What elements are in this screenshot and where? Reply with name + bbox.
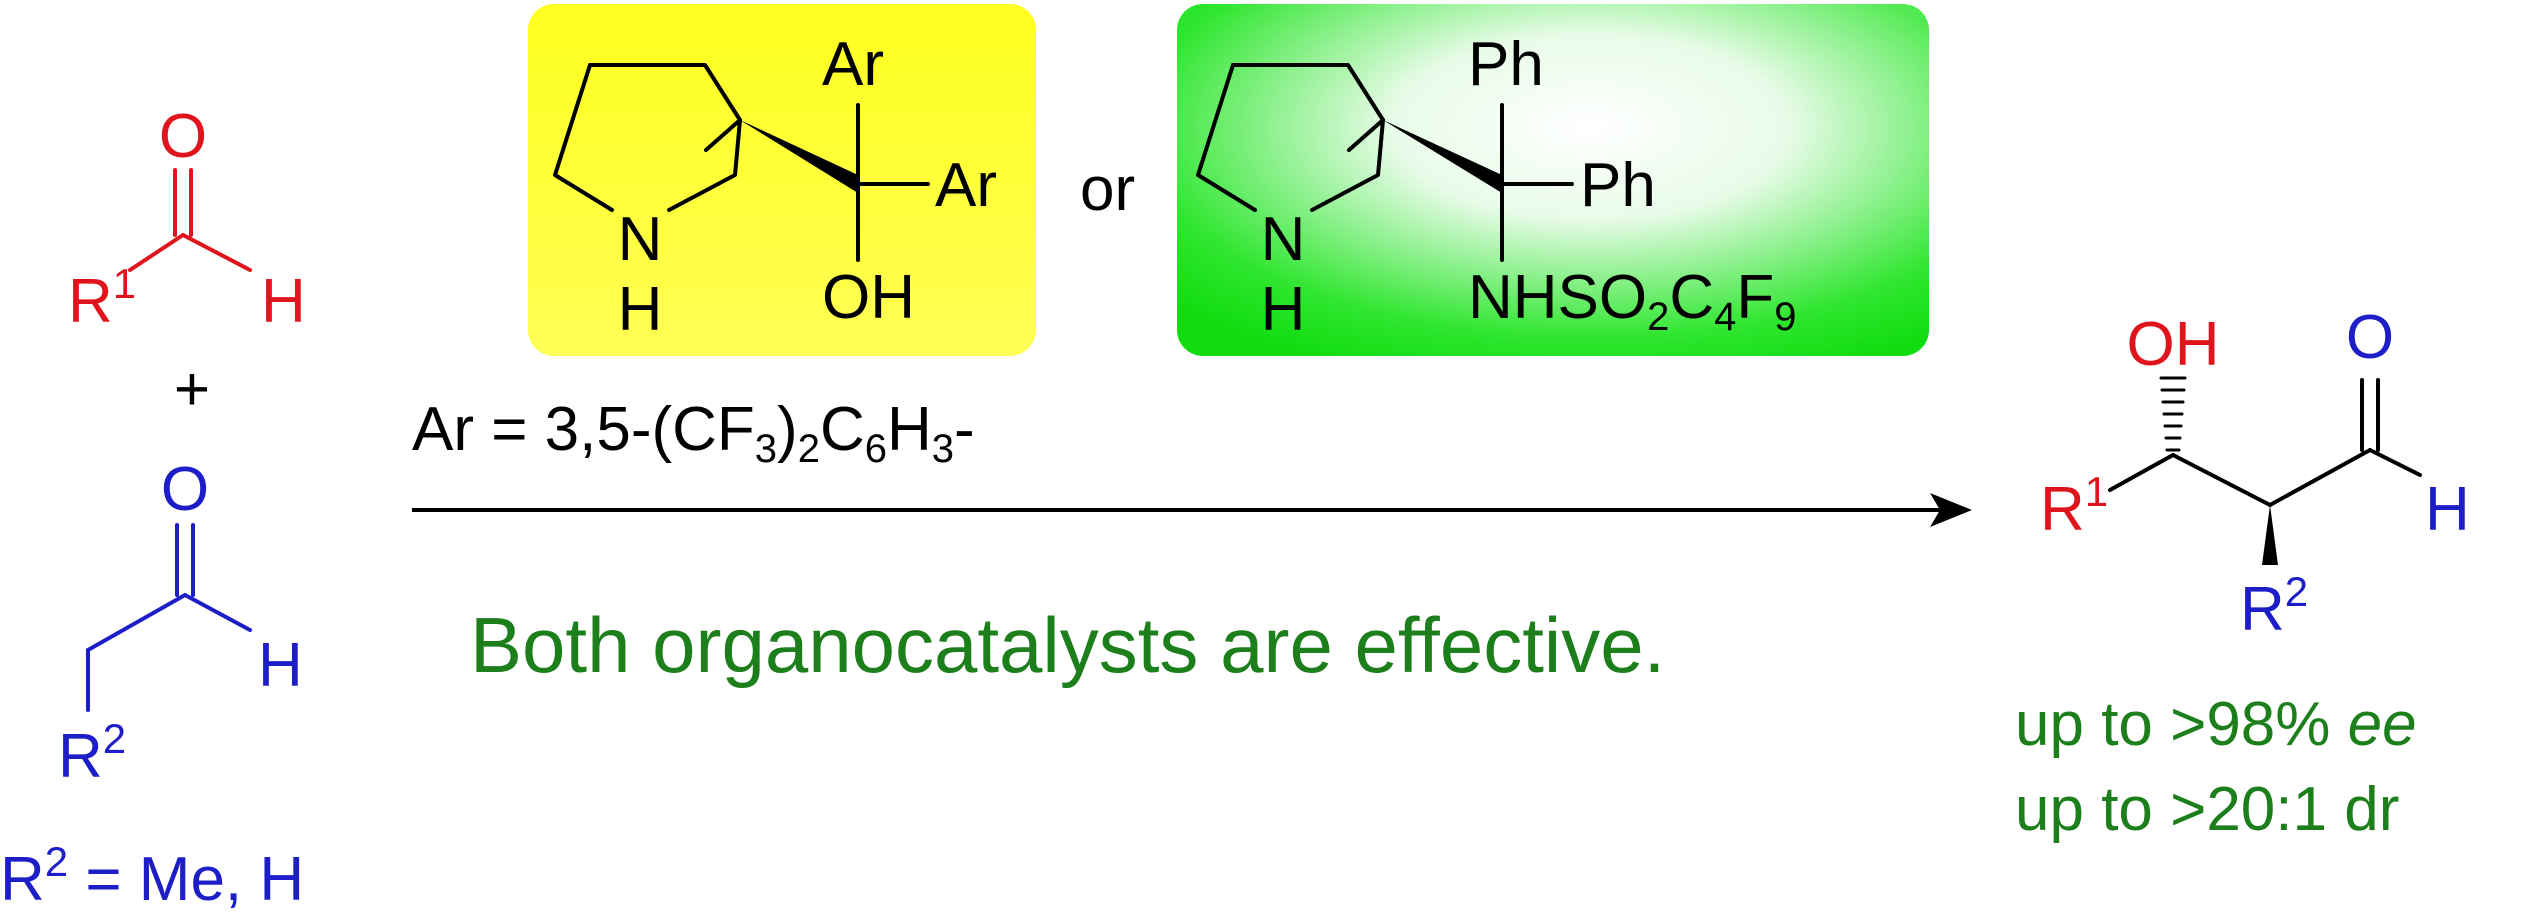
catalyst-1-nitrogen: N <box>618 205 663 274</box>
aldehyde-1-r-superscript: 1 <box>113 260 136 307</box>
r2-definition-r: R <box>0 845 45 914</box>
aldehyde-2-hydrogen: H <box>258 631 303 700</box>
aldehyde-2-r-superscript: 2 <box>103 715 126 762</box>
product-r1: R1 <box>2040 468 2108 544</box>
aldehyde-1: O R1 H <box>68 102 306 336</box>
aldehyde-1-r1: R1 <box>68 260 136 336</box>
aldehyde-1-oxygen: O <box>159 102 207 171</box>
catalyst-2-ph-top: Ph <box>1468 30 1544 99</box>
catalyst-2-nitrogen: N <box>1261 205 1306 274</box>
or-label: or <box>1080 155 1135 224</box>
aldehyde-2-r-letter: R <box>58 722 103 791</box>
product-hydroxyl: OH <box>2127 310 2220 379</box>
r2-definition-sup: 2 <box>45 838 68 885</box>
dr-result: up to >20:1 dr <box>2015 775 2399 844</box>
aldehyde-2-r2: R2 <box>58 715 126 791</box>
product-oxygen: O <box>2346 303 2394 372</box>
aldol-product: OH O H R1 R2 <box>2040 303 2470 644</box>
r2-definition-rest: = Me, H <box>68 845 304 914</box>
effective-note: Both organocatalysts are effective. <box>470 601 1665 689</box>
product-r2: R2 <box>2240 568 2308 644</box>
catalyst-2: N H Ph Ph NHSO2C4F9 <box>1177 4 1929 356</box>
catalyst-2-ph-right: Ph <box>1580 151 1656 220</box>
catalyst-2-wedge-bond <box>1383 120 1502 193</box>
catalyst-1-box <box>528 4 1036 356</box>
catalyst-1-wedge-bond <box>740 120 858 193</box>
r2-definition: R2 = Me, H <box>0 838 304 914</box>
catalyst-2-sulfonamide: NHSO2C4F9 <box>1468 263 1797 339</box>
product-hydrogen: H <box>2425 475 2470 544</box>
ee-result: up to >98% ee <box>2015 690 2417 759</box>
aldehyde-2: O H R2 <box>58 455 303 791</box>
catalyst-1-ar-right: Ar <box>935 151 997 220</box>
product-hashed-bond <box>2159 376 2187 452</box>
product-wedge-bond <box>2262 505 2278 565</box>
ar-definition: Ar = 3,5-(CF3)2C6H3- <box>412 395 975 471</box>
catalyst-2-nh-hydrogen: H <box>1261 275 1306 344</box>
aldehyde-1-hydrogen: H <box>261 267 306 336</box>
catalyst-1: N H Ar Ar OH <box>528 4 1036 356</box>
reaction-arrow <box>412 493 1972 527</box>
aldehyde-2-oxygen: O <box>161 455 209 524</box>
catalyst-1-ar-top: Ar <box>822 30 884 99</box>
catalyst-1-hydroxyl: OH <box>822 263 915 332</box>
catalyst-1-nh-hydrogen: H <box>618 275 663 344</box>
aldehyde-1-r-letter: R <box>68 267 113 336</box>
plus-sign: + <box>174 355 210 424</box>
